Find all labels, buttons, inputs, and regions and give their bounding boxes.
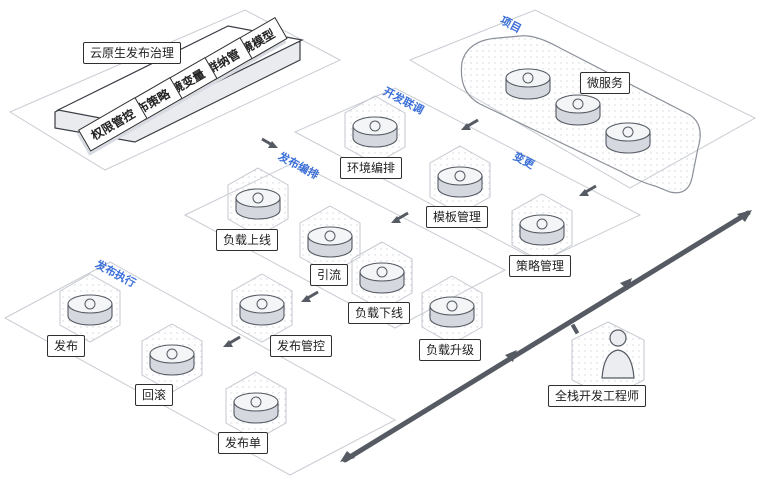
release-control-node bbox=[231, 273, 293, 343]
load-upgrade-node bbox=[421, 275, 483, 345]
governance-title: 云原生发布治理 bbox=[83, 42, 182, 64]
traffic-label: 引流 bbox=[310, 264, 349, 286]
timeline-markers bbox=[505, 278, 632, 362]
load-upgrade-label: 负载升级 bbox=[419, 339, 482, 361]
microservice-node-1 bbox=[505, 68, 551, 100]
env-orch-label: 环境编排 bbox=[340, 157, 403, 179]
arrow-orch-to-exec bbox=[223, 335, 241, 347]
microservice-node-2 bbox=[555, 94, 601, 126]
release-label: 发布 bbox=[47, 335, 86, 357]
arrow-proj-to-dev bbox=[461, 118, 479, 130]
release-order-node bbox=[225, 371, 287, 441]
arrow-orch-mid bbox=[301, 290, 319, 302]
template-mgmt-node bbox=[429, 145, 491, 215]
timeline-arrowhead-top bbox=[737, 210, 752, 222]
release-node bbox=[59, 273, 121, 343]
arrow-gov-to-orch bbox=[261, 137, 278, 148]
engineer-timeline bbox=[342, 210, 751, 463]
traffic-node bbox=[299, 205, 361, 275]
load-online-label: 负载上线 bbox=[216, 229, 279, 251]
load-online-node bbox=[227, 167, 289, 237]
release-control-label: 发布管控 bbox=[270, 335, 333, 357]
arrow-dev-to-orch bbox=[391, 211, 409, 223]
policy-mgmt-label: 策略管理 bbox=[509, 255, 572, 277]
release-order-label: 发布单 bbox=[218, 432, 269, 454]
load-offline-node bbox=[351, 241, 413, 311]
timeline-arrowhead-bottom bbox=[340, 451, 355, 462]
microservice-label: 微服务 bbox=[580, 72, 631, 94]
policy-mgmt-node bbox=[511, 193, 573, 263]
microservice-node-3 bbox=[605, 122, 651, 154]
rollback-node bbox=[141, 323, 203, 393]
rollback-label: 回滚 bbox=[135, 384, 174, 406]
engineer-label: 全栈开发工程师 bbox=[548, 385, 647, 407]
flow-arrows bbox=[223, 118, 597, 347]
arrow-proj-to-change bbox=[579, 184, 597, 196]
env-orch-node bbox=[344, 95, 406, 165]
template-mgmt-label: 模板管理 bbox=[426, 206, 489, 228]
load-offline-label: 负载下线 bbox=[348, 302, 411, 324]
node-group bbox=[59, 68, 651, 441]
